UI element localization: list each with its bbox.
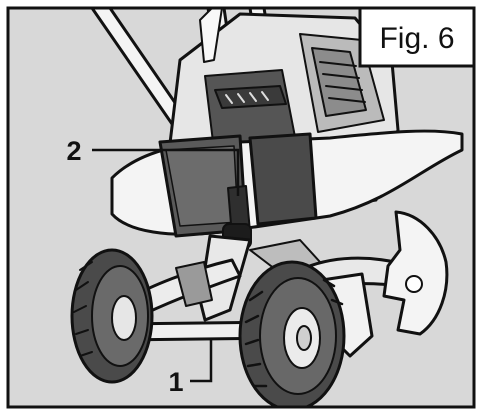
right-wheel <box>238 260 346 407</box>
callout-number-2: 2 <box>66 136 81 166</box>
figure-border <box>6 6 476 409</box>
callout-1: 1 <box>168 338 213 397</box>
figure-label: Fig. 6 <box>379 22 454 55</box>
callout-2: 2 <box>66 136 240 196</box>
figure-label-box: Fig. 6 <box>358 6 476 68</box>
callout-number-1: 1 <box>168 367 183 397</box>
left-wheel <box>70 248 154 384</box>
